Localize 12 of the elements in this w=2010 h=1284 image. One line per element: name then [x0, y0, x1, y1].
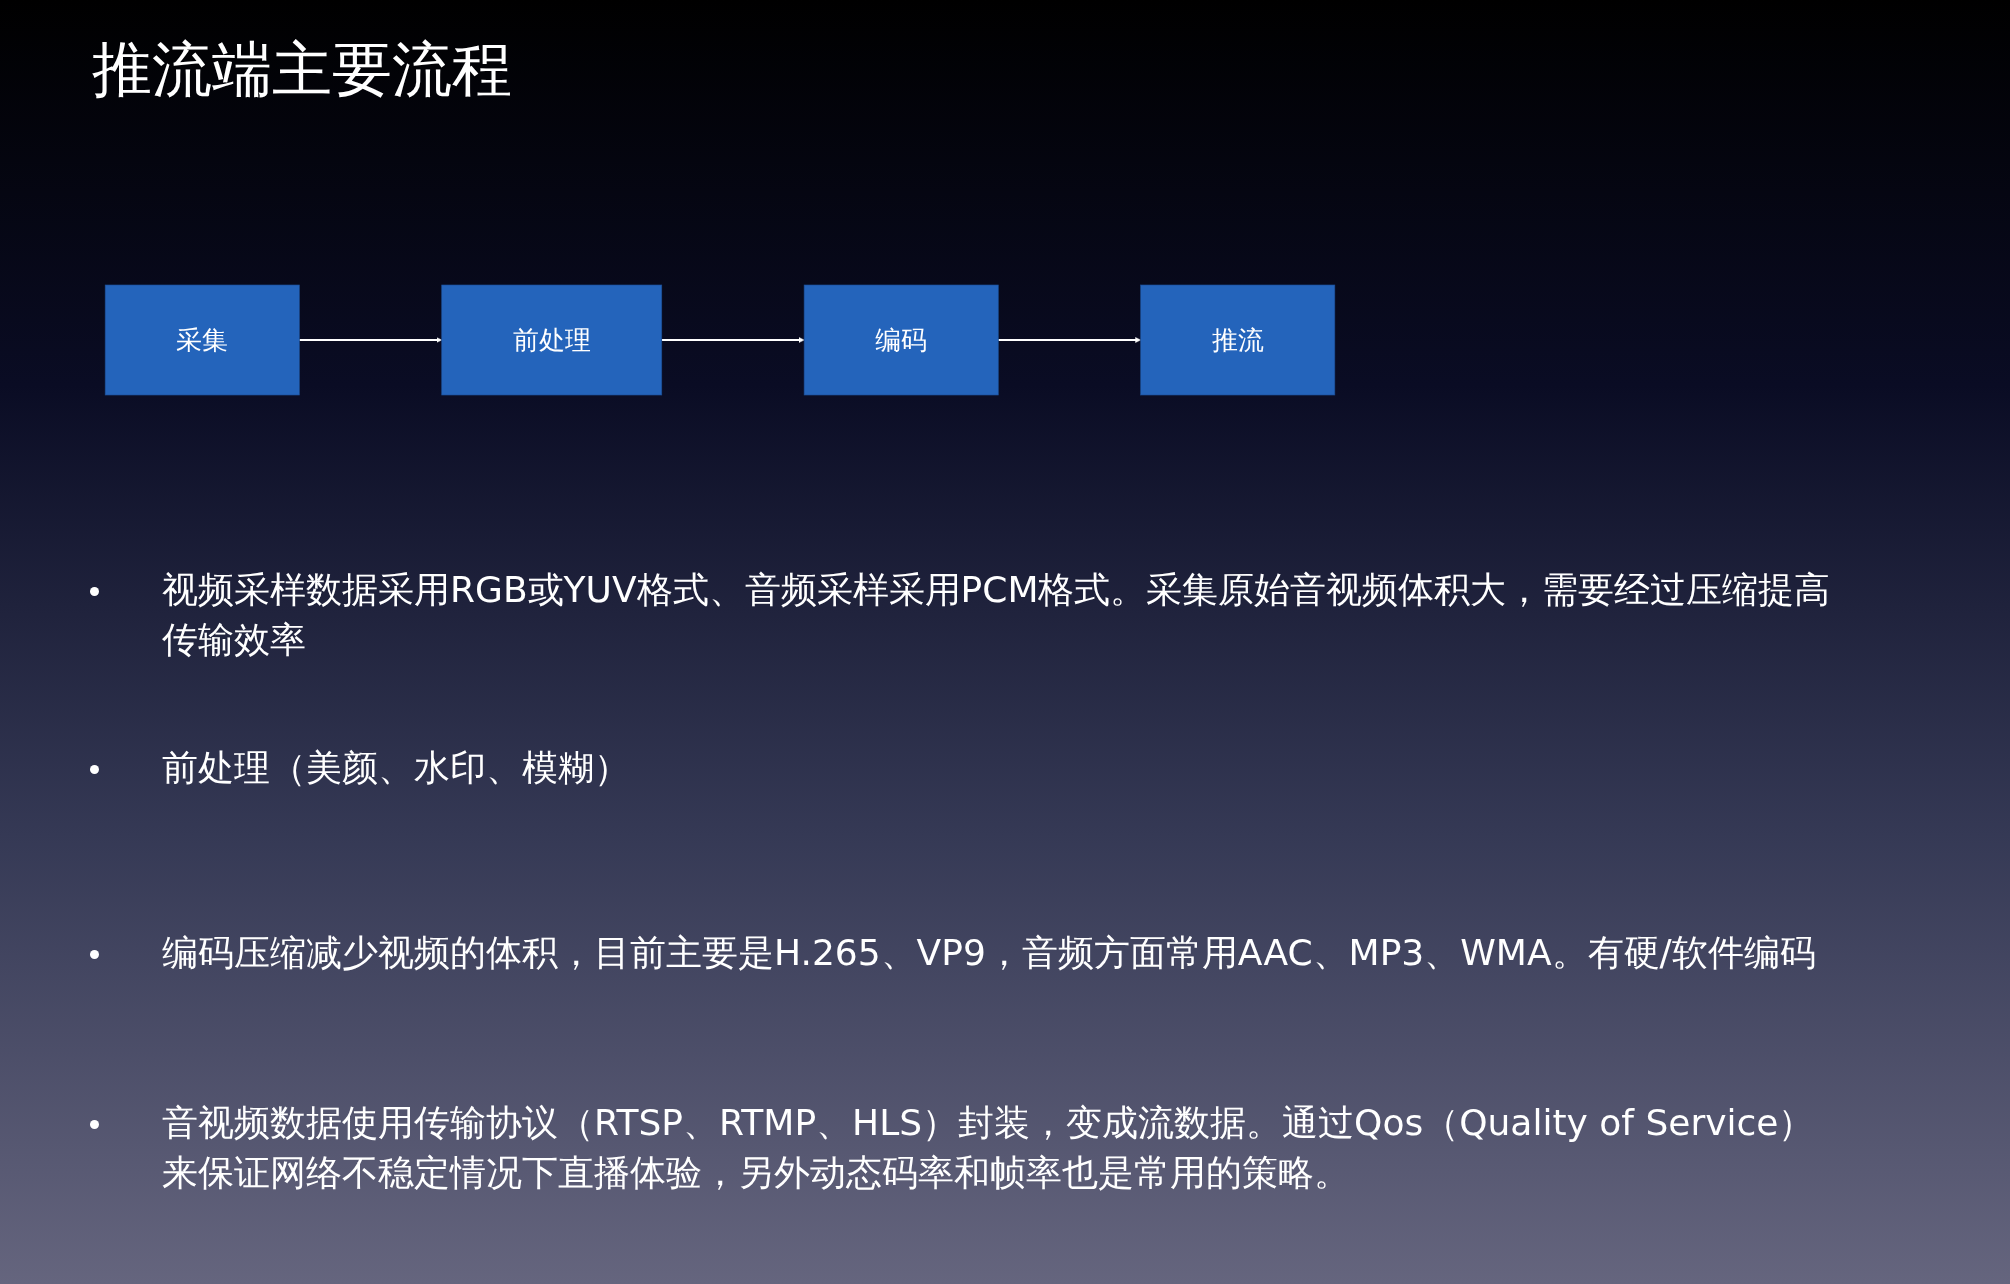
arrow: [997, 337, 1141, 343]
bullet-text: 前处理（美颜、水印、模糊）: [162, 747, 630, 788]
arrow: [298, 337, 442, 343]
arrow: [660, 337, 805, 343]
node-box: 采集: [104, 284, 300, 396]
node-box: 推流: [1140, 284, 1336, 396]
bullet-text: 编码压缩减少视频的体积，目前主要是H.265、VP9，音频方面常用AAC、MP3、WMA。有硬/软件编码: [162, 932, 1816, 973]
slide-title: 推流端主要流程: [92, 33, 512, 106]
bullet-text: 视频采样数据采用RGB或YUV格式、音频采样采用PCM格式。采集原始音视频体积大，需要经过压缩提高传输效率: [162, 569, 1831, 660]
node-box: 编码: [803, 284, 999, 396]
bullet-text: 音视频数据使用传输协议（RTSP、RTMP、HLS）封装，变成流数据。通过Qos（Quality of Service）来保证网络不稳定情况下直播体验，另外动态码率和帧率也是常用的策略。: [162, 1102, 1815, 1193]
node-box: 前处理: [441, 284, 663, 396]
